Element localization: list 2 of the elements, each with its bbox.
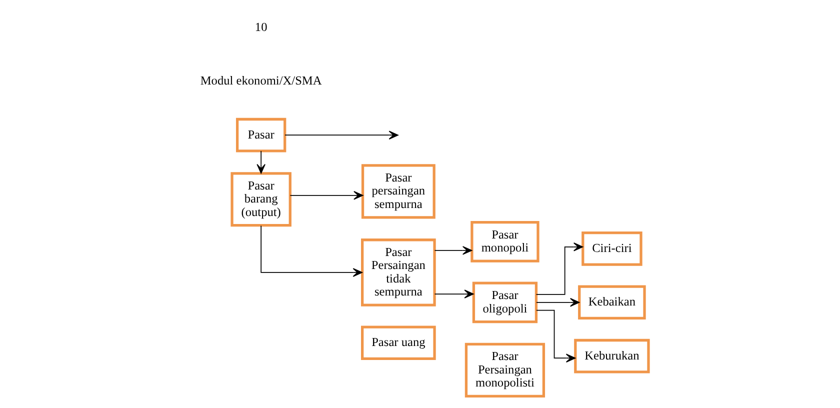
label: Modul ekonomi/X/SMA: [200, 74, 322, 88]
label: 10: [254, 20, 268, 34]
